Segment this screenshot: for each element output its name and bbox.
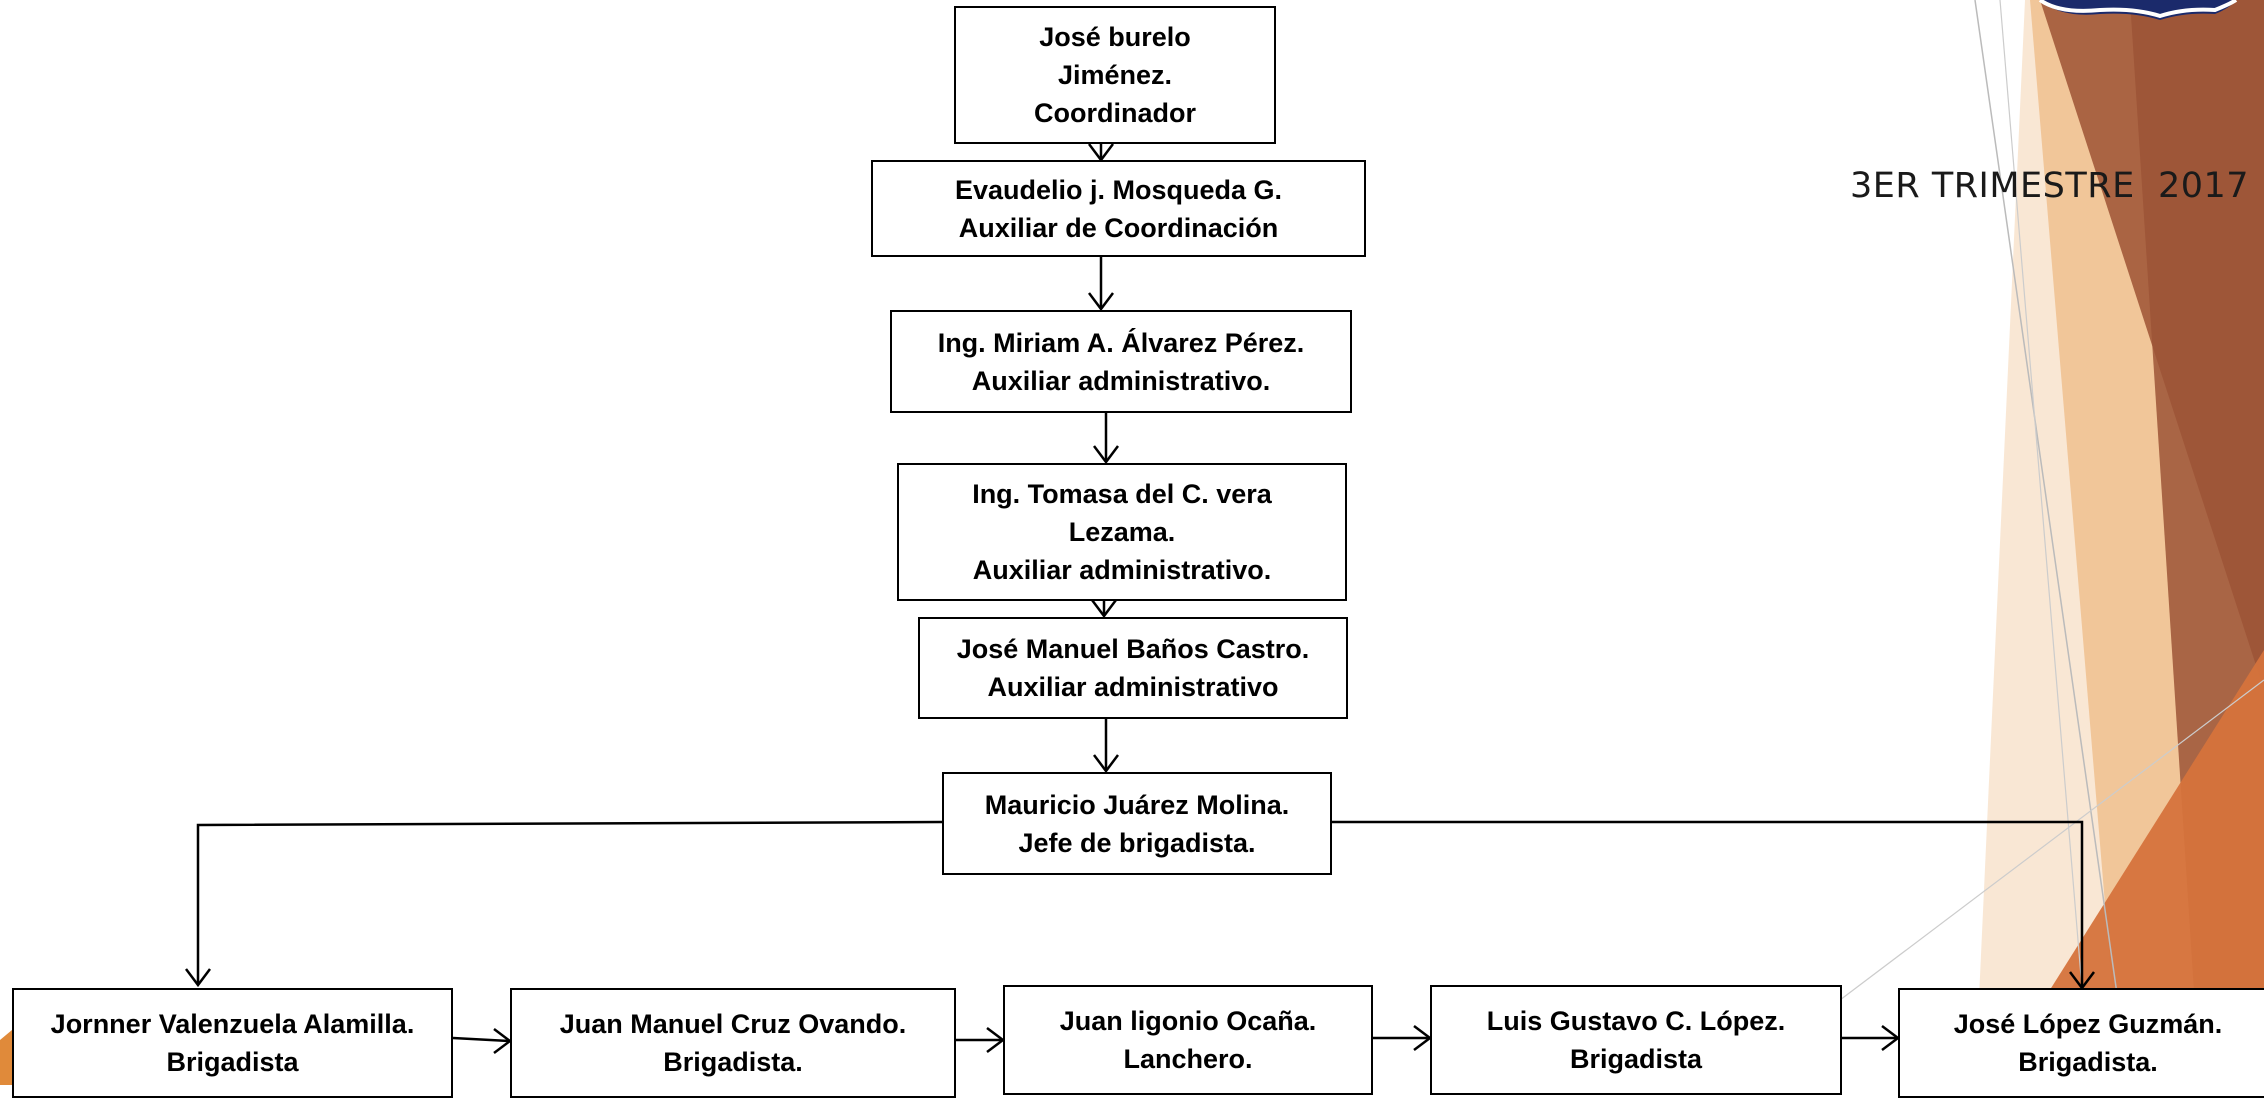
org-node-text-line: Auxiliar administrativo. <box>972 555 1272 585</box>
arrowhead <box>1093 445 1119 465</box>
arrowhead <box>1088 292 1114 312</box>
org-node-text-line: Jiménez. <box>1057 60 1173 90</box>
org-node-text-line: Juan ligonio Ocaña. <box>1059 1006 1317 1036</box>
org-node-brigadista-1: Jornner Valenzuela Alamilla. Brigadista <box>12 988 453 1098</box>
arrowhead <box>1093 754 1119 774</box>
org-node-text-line: Evaudelio j. Mosqueda G. <box>954 174 1283 205</box>
org-node-text-line: Juan Manuel Cruz Ovando. <box>559 1009 907 1039</box>
org-node-text-line: José Manuel Baños Castro. <box>956 634 1310 664</box>
arrowhead <box>1091 599 1117 619</box>
deco-thin-line-1 <box>1974 0 2131 1085</box>
org-node-text-line: Luis Gustavo C. López. <box>1486 1006 1786 1036</box>
org-node-text-line: Ing. Miriam A. Álvarez Pérez. <box>937 327 1305 358</box>
org-node-text-line: Brigadista <box>166 1047 299 1077</box>
org-node-jefe-brigadista: Mauricio Juárez Molina. Jefe de brigadist… <box>942 772 1332 875</box>
org-node-lanchero: Juan ligonio Ocaña. Lanchero. <box>1003 985 1373 1095</box>
period-label: 3ER TRIMESTRE 2017 <box>1850 166 2250 206</box>
org-node-text-line: Ing. Tomasa del C. vera <box>972 479 1272 509</box>
org-node-text-line: Coordinador <box>1034 98 1196 128</box>
deco-left-corner <box>0 1030 12 1085</box>
deco-thin-line-3 <box>1839 679 2264 1001</box>
org-node-brigadista-4: José López Guzmán. Brigadista. <box>1898 988 2264 1098</box>
org-node-aux-admin-1: Ing. Miriam A. Álvarez Pérez. Auxiliar ad… <box>890 310 1352 413</box>
org-node-text-line: Jefe de brigadista. <box>1018 827 1256 858</box>
connector-line <box>196 820 943 985</box>
org-node-text-line: Auxiliar administrativo. <box>971 365 1271 396</box>
org-node-text-line: Lanchero. <box>1123 1044 1253 1074</box>
org-node-aux-coordinacion: Evaudelio j. Mosqueda G. Auxiliar de Coor… <box>871 160 1366 257</box>
org-node-brigadista-2: Juan Manuel Cruz Ovando. Brigadista. <box>510 988 956 1098</box>
org-node-text-line: Auxiliar de Coordinación <box>958 212 1279 243</box>
org-node-text-line: Brigadista. <box>663 1047 803 1077</box>
org-node-text-line: Auxiliar administrativo <box>987 672 1279 702</box>
arrowhead <box>185 968 211 988</box>
org-node-aux-admin-3: José Manuel Baños Castro. Auxiliar admini… <box>918 617 1348 719</box>
connector-line <box>452 1036 511 1043</box>
org-node-text-line: Brigadista. <box>2018 1047 2158 1077</box>
org-node-brigadista-3: Luis Gustavo C. López. Brigadista <box>1430 985 1842 1095</box>
org-node-text-line: Brigadista <box>1569 1044 1703 1074</box>
logo-fragment-inner <box>2038 0 2238 19</box>
org-node-text-line: Jornner Valenzuela Alamilla. <box>50 1009 415 1039</box>
deco-orange-triangle <box>1990 650 2264 1085</box>
deco-thin-line-2 <box>1999 0 2091 1085</box>
connector-line <box>1332 820 2084 988</box>
org-node-text-line: José burelo <box>1039 22 1191 52</box>
org-node-text-line: Lezama. <box>1068 517 1176 547</box>
org-node-text-line: Mauricio Juárez Molina. <box>984 789 1290 820</box>
org-node-text-line: José López Guzmán. <box>1953 1009 2223 1039</box>
